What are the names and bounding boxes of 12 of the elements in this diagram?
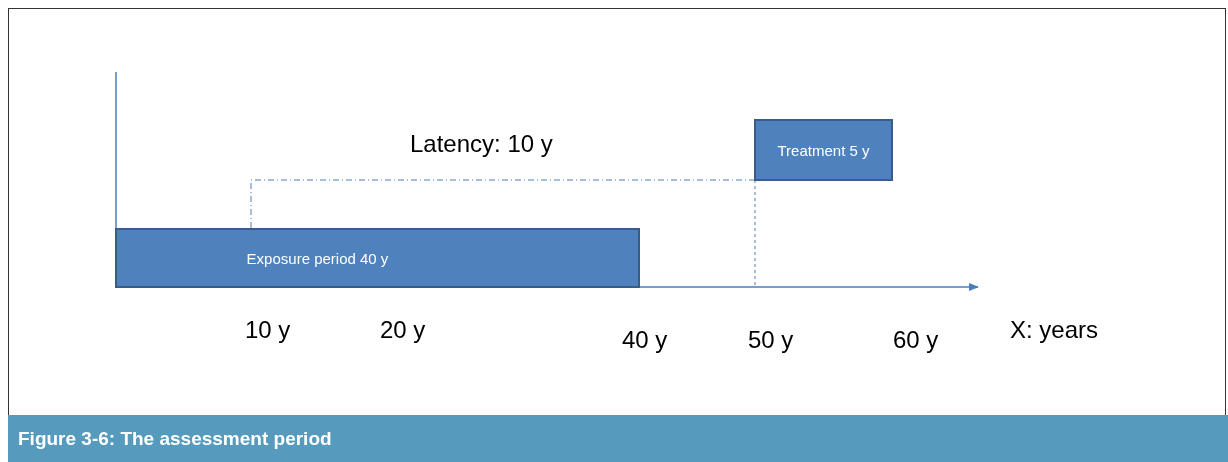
tick-label: 20 y — [380, 316, 426, 344]
tick-label: 40 y — [622, 326, 668, 354]
annotation-text: Latency: 10 y — [410, 130, 553, 158]
axis-title: X: years — [1010, 316, 1099, 344]
tick-label: 60 y — [893, 326, 939, 354]
figure-caption: Figure 3-6: The assessment period — [8, 415, 1228, 462]
treatment-bar — [754, 119, 893, 181]
bar-label: Exposure period 40 y — [246, 249, 389, 267]
exposure-bar — [115, 228, 640, 288]
tick-label: 50 y — [748, 326, 794, 354]
bar-label: Treatment 5 y — [777, 141, 870, 159]
tick-label: 10 y — [245, 316, 291, 344]
